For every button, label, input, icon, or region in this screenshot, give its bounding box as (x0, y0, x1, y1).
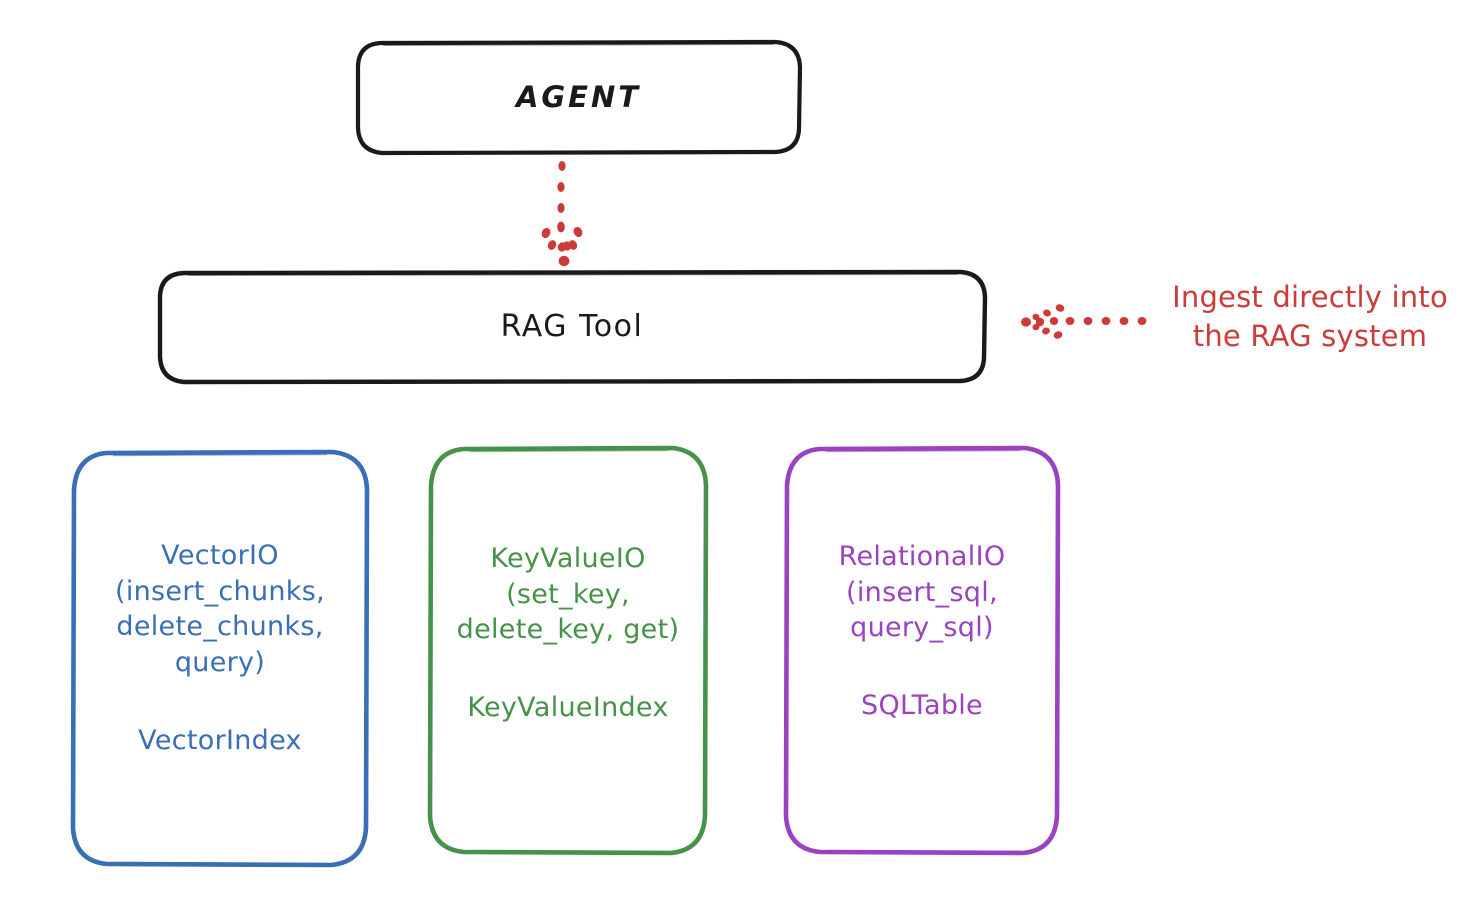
dotted-arrow-left-icon (1021, 304, 1147, 339)
connector-note-to-rag-tool (1018, 295, 1148, 350)
node-agent[interactable]: AGENT (355, 39, 803, 156)
dotted-arrow-down-icon (541, 161, 583, 267)
node-vector-io-index: VectorIndex (138, 724, 302, 756)
node-rag-tool-label: RAG Tool (500, 309, 644, 344)
node-rag-tool[interactable]: RAG Tool (157, 269, 988, 385)
node-keyvalue-io-interface: KeyValueIO (set_key, delete_key, get) (456, 543, 680, 646)
node-relational-io-index: SQLTable (861, 689, 983, 721)
node-keyvalue-io[interactable]: KeyValueIO (set_key, delete_key, get) Ke… (427, 445, 709, 856)
node-keyvalue-io-index: KeyValueIndex (467, 691, 669, 723)
annotation-ingest-note: Ingest directly into the RAG system (1172, 280, 1448, 353)
node-vector-io[interactable]: VectorIO (insert_chunks, delete_chunks, … (70, 449, 370, 868)
node-vector-io-interface: VectorIO (insert_chunks, delete_chunks, … (115, 540, 325, 679)
node-relational-io-interface: RelationalIO (insert_sql, query_sql) (838, 541, 1006, 644)
node-relational-io[interactable]: RelationalIO (insert_sql, query_sql) SQL… (783, 445, 1061, 856)
connector-agent-to-rag-tool (505, 158, 625, 273)
node-agent-label: AGENT (515, 80, 642, 115)
